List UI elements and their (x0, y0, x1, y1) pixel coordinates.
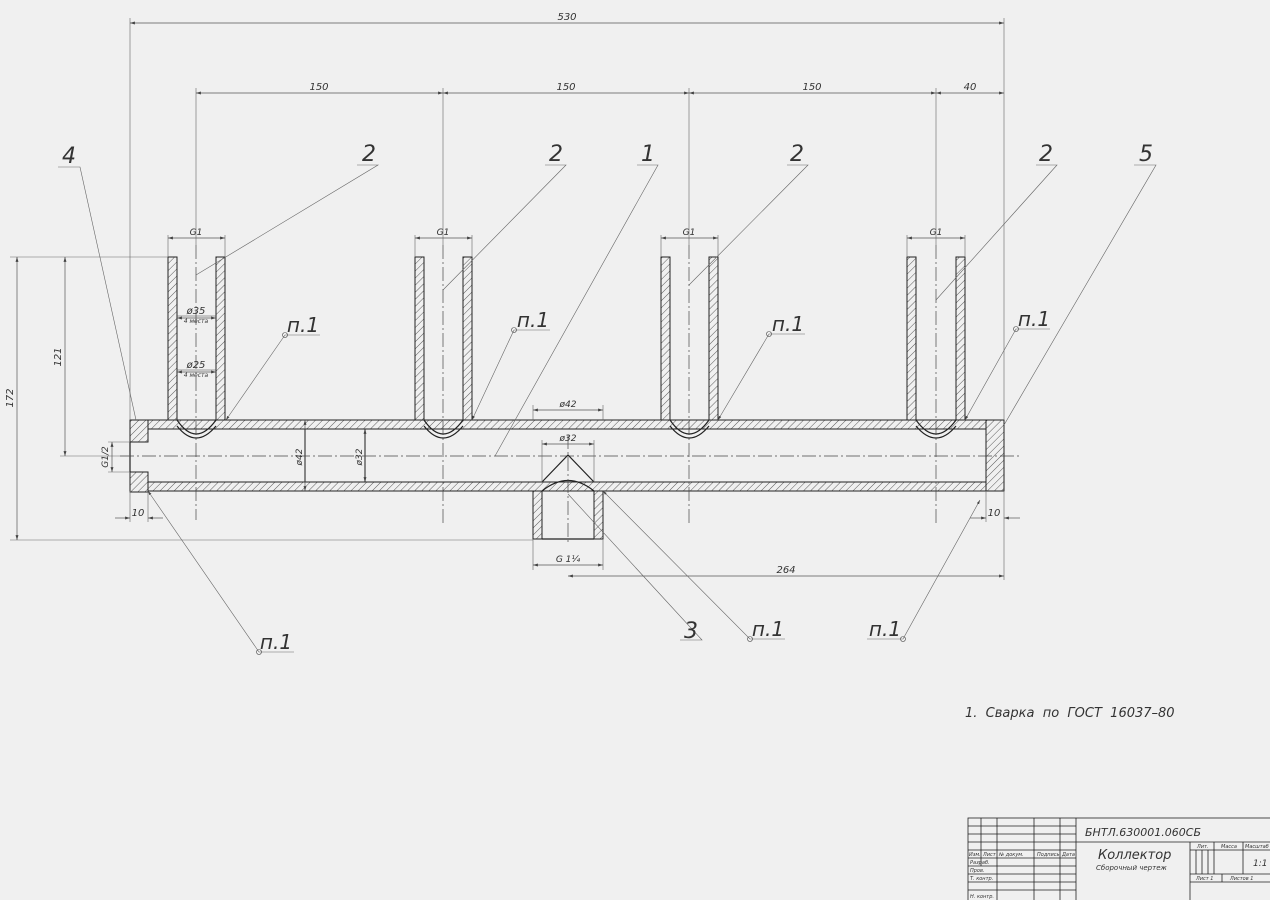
left-plug-lower (129, 471, 149, 493)
callout-pos-5: 5 (1139, 142, 1153, 167)
dim-264: 264 (776, 565, 795, 576)
dim-150-b: 150 (556, 82, 575, 93)
callout-pos-3: 3 (684, 619, 698, 644)
callout-pos-2a: 2 (362, 142, 376, 167)
dimension-texts: 530 150 150 150 40 G1 G1 G1 G1 ø35 4 мес… (5, 12, 1000, 576)
tb-col-data: Дата (1061, 852, 1075, 858)
weld-ref-2: п.1 (517, 308, 549, 332)
tb-sheet: Лист 1 (1195, 876, 1213, 882)
tb-row-razrab: Разраб. (970, 860, 990, 866)
dim-dia32-side: ø32 (355, 448, 365, 466)
dim-dia25-note: 4 места (184, 372, 209, 379)
weld-ref-1: п.1 (287, 313, 319, 337)
tech-note-1: 1. Сварка по ГОСТ 16037–80 (965, 706, 1175, 721)
dim-g1-1: G1 (190, 228, 203, 238)
dim-dia42-top: ø42 (559, 400, 577, 410)
dim-dia32-top: ø32 (559, 434, 577, 444)
callout-pos-2b: 2 (549, 142, 563, 167)
tb-doc-code: БНТЛ.630001.060СБ (1085, 826, 1201, 839)
weld-ref-7: п.1 (869, 617, 901, 641)
branch-2 (414, 256, 473, 439)
weld-ref-3: п.1 (772, 312, 804, 336)
dim-dia35: ø35 (186, 306, 206, 317)
dim-g12: G1/2 (101, 446, 111, 468)
dim-530: 530 (557, 12, 576, 23)
tb-row-nkontr: Н. контр. (970, 894, 994, 900)
callout-pos-1: 1 (641, 142, 655, 167)
tb-col-podpis: Подпись (1037, 852, 1060, 858)
tb-hdr-massa: Масса (1221, 844, 1237, 850)
dim-g1-2: G1 (437, 228, 450, 238)
dim-dia42-side: ø42 (295, 448, 305, 466)
tb-row-tkontr: Т. контр. (970, 876, 993, 882)
left-plug (129, 419, 149, 443)
weld-ref-5: п.1 (260, 630, 292, 654)
dim-10-left: 10 (132, 508, 145, 519)
tb-col-izm: Изм. (969, 852, 981, 858)
tb-name: Коллектор (1098, 848, 1171, 863)
dimension-lines (10, 18, 1020, 580)
branch-3 (660, 256, 719, 439)
tb-hdr-masshtab: Масштаб (1245, 844, 1269, 850)
weld-ref-6: п.1 (752, 617, 784, 641)
branch-1 (167, 256, 226, 439)
tb-col-list: Лист (982, 852, 997, 858)
dim-g1-3: G1 (683, 228, 696, 238)
tb-scale: 1:1 (1253, 859, 1267, 869)
dim-g114: G 1¼ (556, 555, 581, 565)
tb-doc-type: Сборочный чертеж (1096, 864, 1167, 872)
callout-labels: 4 2 2 1 2 2 5 3 п.1 п.1 п.1 п.1 п.1 п.1 … (62, 142, 1153, 654)
right-end-cap (985, 419, 1005, 492)
dim-dia35-note: 4 места (184, 318, 209, 325)
dim-10-right: 10 (988, 508, 1001, 519)
dim-121: 121 (53, 347, 64, 366)
dim-172: 172 (5, 388, 16, 407)
callout-pos-2c: 2 (790, 142, 804, 167)
weld-ref-4: п.1 (1018, 307, 1050, 331)
dim-150-c: 150 (802, 82, 821, 93)
tb-row-prov: Пров. (970, 868, 985, 874)
callout-pos-4: 4 (62, 144, 76, 169)
title-block: БНТЛ.630001.060СБ Коллектор Сборочный че… (967, 817, 1270, 900)
tb-sheets: Листов 1 (1229, 876, 1253, 882)
tb-col-ndokum: № докум. (998, 852, 1024, 858)
tb-hdr-lit: Лит. (1196, 844, 1209, 850)
callout-pos-2d: 2 (1039, 142, 1053, 167)
dim-g1-4: G1 (930, 228, 943, 238)
callout-leaders (58, 164, 1157, 655)
dim-dia25: ø25 (186, 360, 206, 371)
dim-150-a: 150 (309, 82, 328, 93)
dim-40: 40 (964, 82, 977, 93)
